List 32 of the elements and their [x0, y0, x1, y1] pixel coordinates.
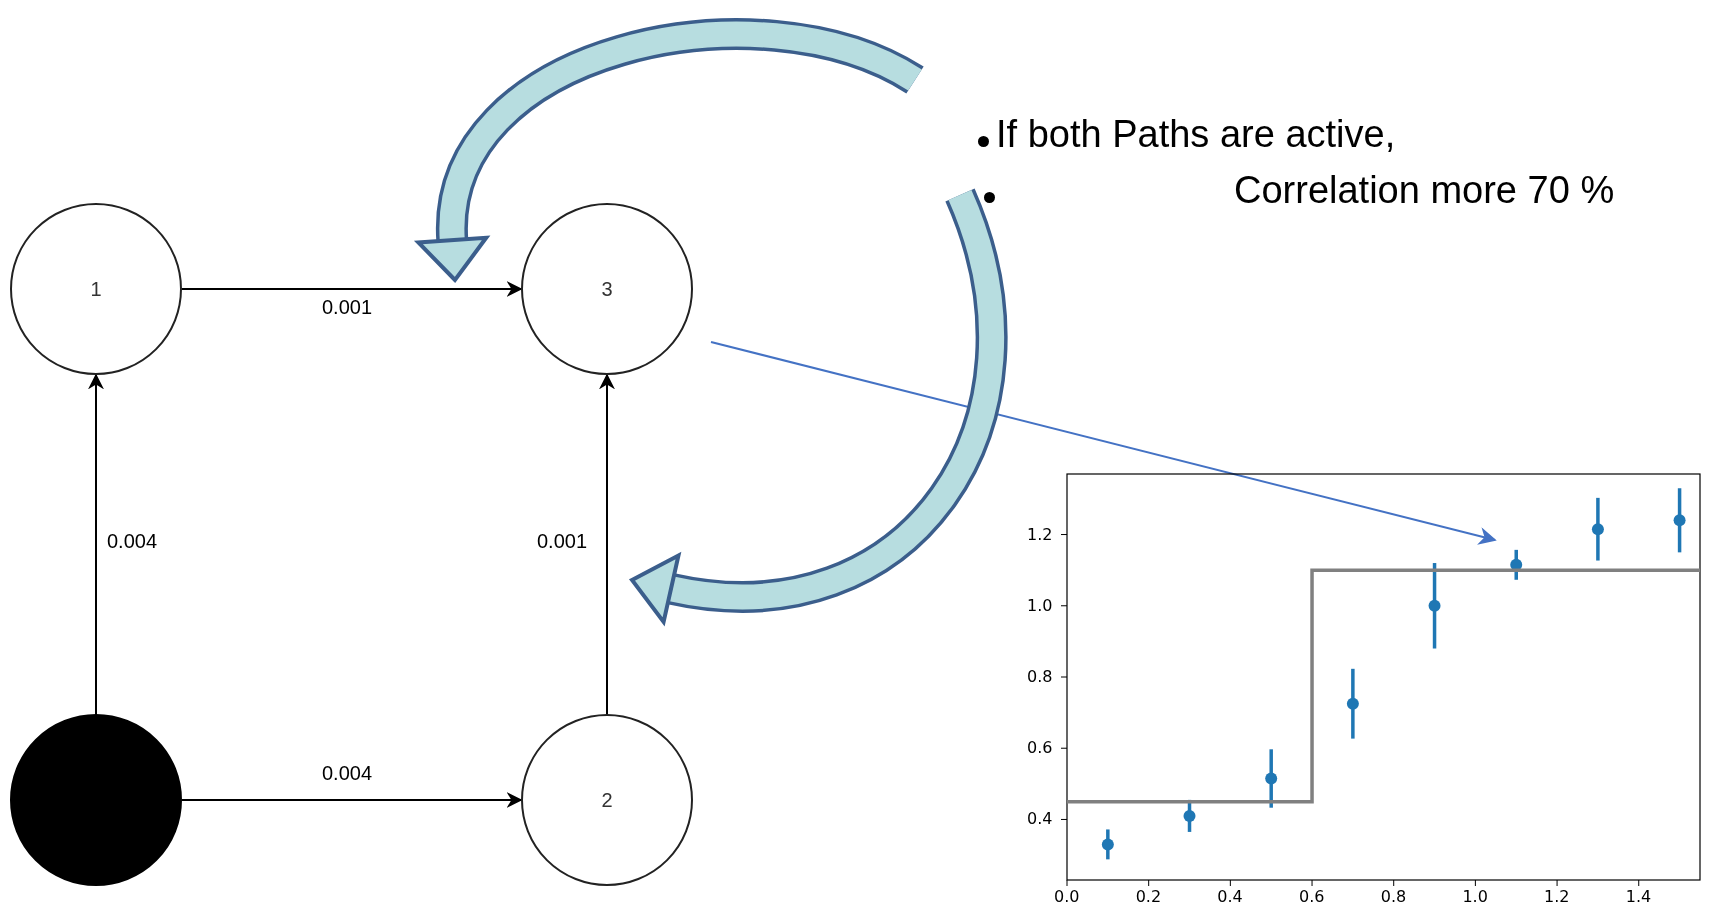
tick-label: 0.6 — [1299, 888, 1325, 906]
tick-label: 0.4 — [1027, 810, 1053, 829]
tick-label: 0.0 — [1054, 888, 1080, 906]
tick-label: 0.8 — [1380, 888, 1407, 906]
tick-label: 0.8 — [1027, 668, 1053, 686]
tick-label: 1.2 — [1544, 888, 1570, 906]
circle-node: 3 — [521, 203, 693, 375]
point — [1346, 697, 1359, 710]
point — [1183, 809, 1196, 822]
point — [1591, 523, 1604, 536]
bullet-text: Correlation more 70 % — [1234, 168, 1615, 212]
bullet-text: If both Paths are active, — [996, 112, 1396, 156]
point — [1101, 838, 1114, 851]
circle-node: 2 — [521, 714, 693, 886]
tick-label: 1.2 — [1027, 525, 1053, 544]
curved-block-arrow — [413, 18, 923, 284]
arrow — [88, 373, 104, 715]
circle-node: 1 — [10, 203, 182, 375]
curved-block-arrow — [629, 189, 1007, 627]
point — [1673, 514, 1686, 527]
tick-label: 1.0 — [1462, 888, 1488, 906]
arrow — [181, 792, 523, 808]
arrow — [181, 281, 523, 297]
leader-arrow — [710, 341, 1497, 545]
tick-label: 1.0 — [1027, 596, 1053, 615]
point — [1265, 772, 1278, 785]
tick-label: 1.4 — [1625, 888, 1652, 906]
tick-label: 0.2 — [1135, 888, 1162, 906]
arrow — [599, 373, 615, 715]
tick-label: 0.4 — [1217, 888, 1243, 906]
tick-label: 0.6 — [1027, 739, 1053, 758]
point — [1428, 599, 1441, 612]
